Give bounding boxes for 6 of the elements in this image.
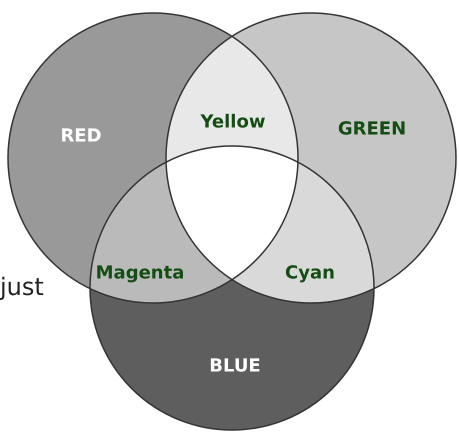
circle-label: RED	[60, 126, 102, 148]
region-label: Magenta	[96, 264, 184, 284]
region-label: Yellow	[200, 112, 266, 134]
circle-label: BLUE	[209, 356, 261, 378]
circle-label: GREEN	[338, 120, 406, 140]
region-label: Cyan	[285, 264, 335, 284]
